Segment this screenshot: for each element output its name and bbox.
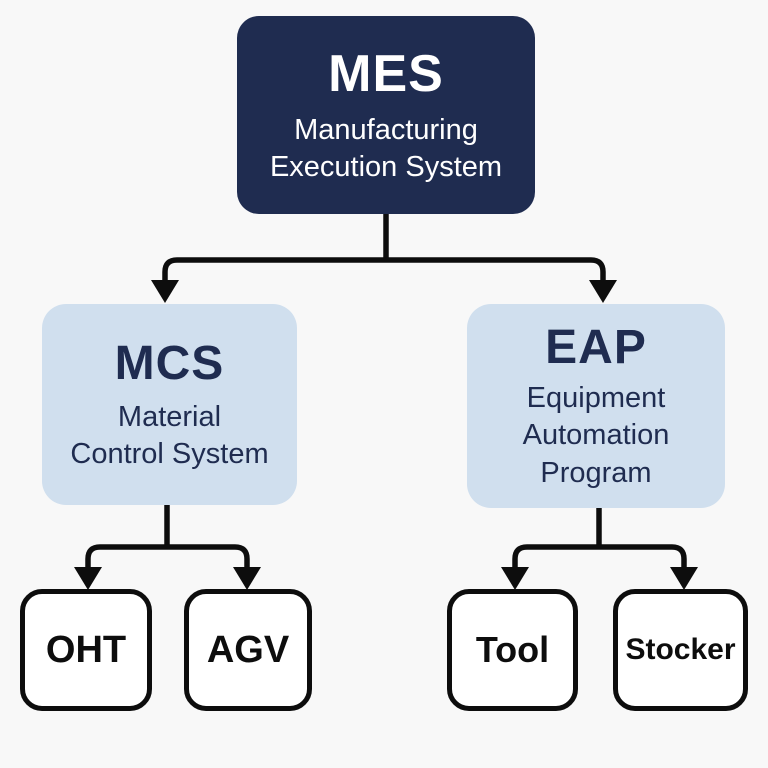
node-mes-subtitle-line1: Manufacturing — [294, 113, 478, 146]
node-eap-subtitle: Equipment Automation Program — [523, 380, 670, 493]
node-agv: AGV — [184, 589, 312, 711]
node-mes-abbr: MES — [328, 45, 444, 104]
node-mcs-subtitle: Material Control System — [70, 399, 268, 474]
node-mcs-abbr: MCS — [114, 337, 225, 391]
node-eap-abbr: EAP — [545, 321, 647, 375]
arrowhead-down-icon — [233, 567, 261, 590]
node-agv-label: AGV — [206, 628, 290, 671]
node-stocker: Stocker — [613, 589, 748, 711]
arrowhead-down-icon — [151, 280, 179, 303]
arrowhead-down-icon — [589, 280, 617, 303]
arrowhead-down-icon — [501, 567, 529, 590]
arrowhead-down-icon — [670, 567, 698, 590]
connector-mcs-branch — [85, 544, 250, 573]
node-mes: MES Manufacturing Execution System — [237, 16, 535, 214]
node-mcs-subtitle-line2: Control System — [70, 438, 269, 471]
node-mes-subtitle: Manufacturing Execution System — [270, 112, 502, 187]
node-mcs-subtitle-line1: Material — [117, 400, 222, 433]
node-tool-label: Tool — [475, 629, 550, 670]
node-eap-subtitle-line1: Equipment — [526, 381, 666, 414]
node-oht: OHT — [20, 589, 152, 711]
arrowhead-down-icon — [74, 567, 102, 590]
node-mes-subtitle-line2: Execution System — [269, 151, 503, 184]
node-mcs: MCS Material Control System — [42, 304, 297, 505]
node-oht-label: OHT — [45, 628, 127, 671]
node-tool: Tool — [447, 589, 578, 711]
node-stocker-label: Stocker — [625, 633, 736, 666]
connector-mes-branch — [162, 257, 606, 286]
node-eap-subtitle-line3: Program — [540, 457, 652, 490]
node-eap: EAP Equipment Automation Program — [467, 304, 725, 508]
node-eap-subtitle-line2: Automation — [522, 419, 670, 452]
connector-eap-branch — [512, 544, 687, 573]
